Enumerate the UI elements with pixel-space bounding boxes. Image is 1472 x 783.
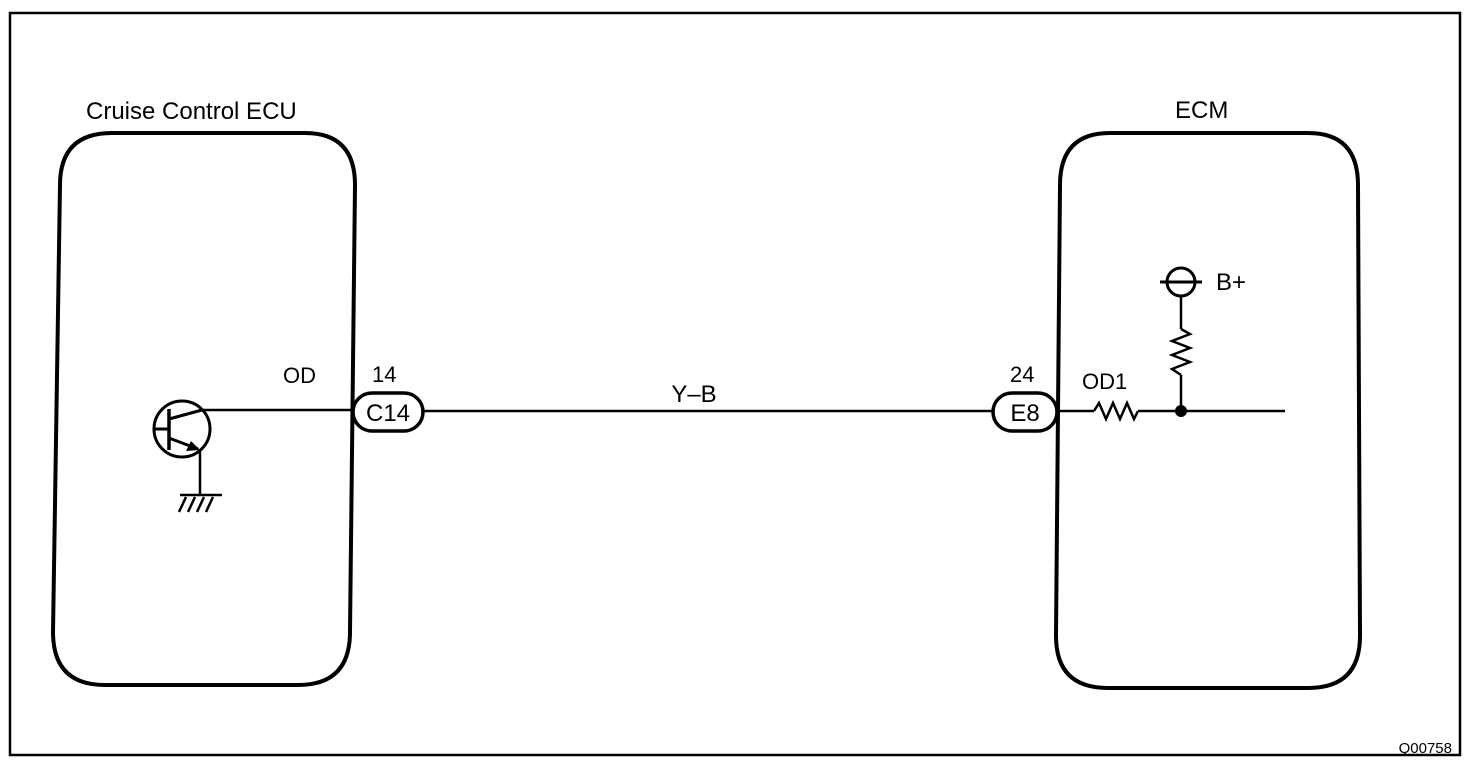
- transistor-icon: [152, 399, 212, 459]
- ecm-title: ECM: [1175, 97, 1228, 124]
- series-resistor-icon: [1092, 399, 1140, 423]
- ecm-box: [1053, 131, 1363, 690]
- supply-terminal-icon: [1160, 266, 1202, 298]
- pin-label-od1: OD1: [1082, 369, 1127, 394]
- pullup-resistor-icon: [1168, 327, 1194, 377]
- cruise-control-ecu-box: [50, 131, 358, 687]
- supply-label-b-plus: B+: [1216, 269, 1246, 296]
- wire-color-code: Y–B: [671, 381, 716, 408]
- pin-label-od: OD: [283, 363, 316, 388]
- connector-c14-label: C14: [366, 400, 410, 427]
- ground-icon: [177, 493, 222, 513]
- diagram-frame: [8, 11, 1462, 757]
- pin-number-24: 24: [1010, 362, 1034, 387]
- pin-number-14: 14: [372, 362, 396, 387]
- cruise-control-ecu-title: Cruise Control ECU: [86, 98, 297, 125]
- figure-code: Q00758: [1399, 740, 1452, 757]
- connector-e8-label: E8: [1010, 400, 1039, 427]
